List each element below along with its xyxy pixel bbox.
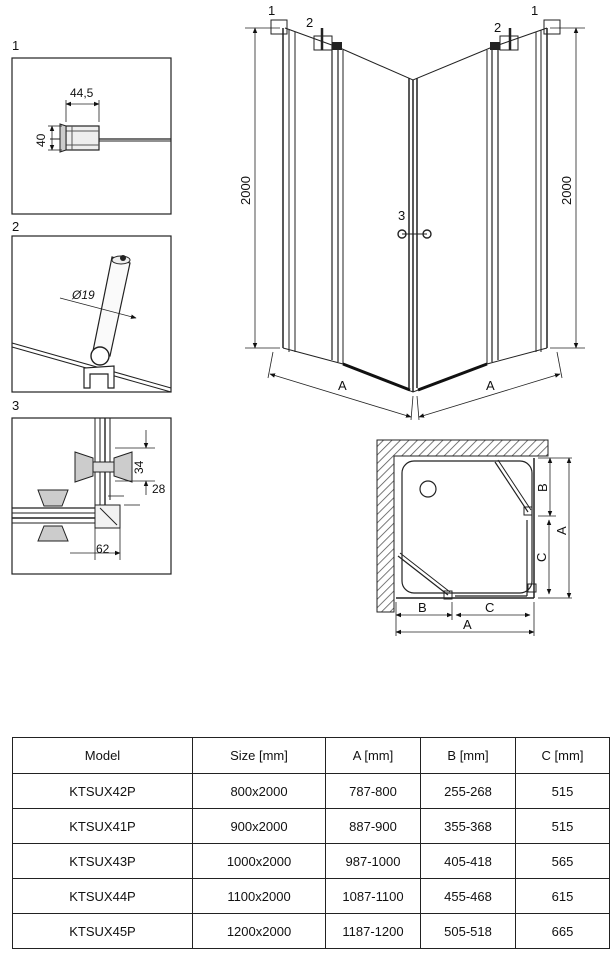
header-model: Model	[12, 737, 193, 774]
cell-b: 505-518	[420, 913, 516, 949]
cell-a: 787-800	[325, 773, 421, 809]
plan-view: B C A B C A	[376, 439, 572, 636]
cell-size: 1000x2000	[192, 843, 326, 879]
table-row: KTSUX41P 900x2000 887-900 355-368 515	[12, 808, 610, 844]
header-b: B [mm]	[420, 737, 516, 774]
specification-table: Model Size [mm] A [mm] B [mm] C [mm] KTS…	[12, 737, 610, 949]
cell-model: KTSUX41P	[12, 808, 193, 844]
table-row: KTSUX44P 1100x2000 1087-1100 455-468 615	[12, 878, 610, 914]
table-row: KTSUX45P 1200x2000 1187-1200 505-518 665	[12, 913, 610, 949]
detail-2-dim-diameter: Ø19	[71, 288, 95, 302]
detail-1-wall-profile: 1 44,5 40	[11, 38, 172, 215]
detail-3-label: 3	[12, 398, 19, 413]
width-right-label: A	[486, 378, 495, 393]
plan-dim-c-bottom: C	[485, 600, 494, 615]
callout-2-left: 2	[306, 15, 313, 30]
cell-size: 1100x2000	[192, 878, 326, 914]
table-row: KTSUX43P 1000x2000 987-1000 405-418 565	[12, 843, 610, 879]
plan-dim-b-bottom: B	[418, 600, 427, 615]
callout-3: 3	[398, 208, 405, 223]
header-c: C [mm]	[515, 737, 610, 774]
cell-size: 1200x2000	[192, 913, 326, 949]
header-size: Size [mm]	[192, 737, 326, 774]
detail-3-dim-b: 28	[152, 482, 166, 496]
cell-a: 887-900	[325, 808, 421, 844]
cell-model: KTSUX44P	[12, 878, 193, 914]
cell-c: 665	[515, 913, 610, 949]
plan-dim-a-right: A	[554, 526, 569, 535]
table-header-row: Model Size [mm] A [mm] B [mm] C [mm]	[12, 737, 610, 774]
detail-3-handle: 3 34 28 62	[11, 398, 172, 575]
cell-a: 1187-1200	[325, 913, 421, 949]
cell-b: 405-418	[420, 843, 516, 879]
cell-size: 800x2000	[192, 773, 326, 809]
front-view-enclosure: 1 1 2 2 3 2000 2000 A A	[238, 3, 585, 421]
cell-c: 565	[515, 843, 610, 879]
cell-c: 515	[515, 773, 610, 809]
detail-1-dim-width: 44,5	[70, 86, 94, 100]
cell-model: KTSUX42P	[12, 773, 193, 809]
cell-a: 1087-1100	[325, 878, 421, 914]
height-left-label: 2000	[238, 176, 253, 205]
plan-dim-c-right: C	[534, 553, 549, 562]
detail-2-label: 2	[12, 219, 19, 234]
technical-drawing: 1 44,5 40 2 Ø19	[11, 3, 585, 636]
cell-size: 900x2000	[192, 808, 326, 844]
table-row: KTSUX42P 800x2000 787-800 255-268 515	[12, 773, 610, 809]
detail-2-stabiliser-bar: 2 Ø19	[11, 219, 172, 393]
cell-c: 515	[515, 808, 610, 844]
detail-1-label: 1	[12, 38, 19, 53]
detail-1-dim-height: 40	[34, 133, 48, 147]
cell-c: 615	[515, 878, 610, 914]
cell-b: 355-368	[420, 808, 516, 844]
height-right-label: 2000	[559, 176, 574, 205]
header-a: A [mm]	[325, 737, 421, 774]
cell-b: 455-468	[420, 878, 516, 914]
cell-model: KTSUX43P	[12, 843, 193, 879]
callout-2-right: 2	[494, 20, 501, 35]
cell-model: KTSUX45P	[12, 913, 193, 949]
plan-dim-b-right: B	[535, 483, 550, 492]
cell-a: 987-1000	[325, 843, 421, 879]
width-left-label: A	[338, 378, 347, 393]
callout-1-left: 1	[268, 3, 275, 18]
plan-dim-a-bottom: A	[463, 617, 472, 632]
detail-3-dim-a: 34	[132, 460, 146, 474]
callout-1-right: 1	[531, 3, 538, 18]
detail-3-dim-c: 62	[96, 542, 110, 556]
cell-b: 255-268	[420, 773, 516, 809]
